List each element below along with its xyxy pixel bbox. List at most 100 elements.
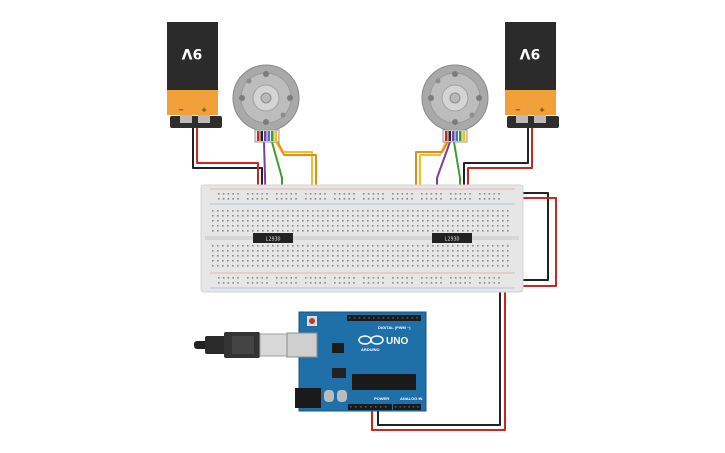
breadboard-hole[interactable] (430, 193, 433, 195)
breadboard-hole[interactable] (324, 193, 326, 195)
breadboard-hole[interactable] (507, 250, 509, 252)
breadboard-hole[interactable] (227, 250, 229, 252)
breadboard-hole[interactable] (432, 210, 434, 212)
breadboard-hole[interactable] (447, 215, 449, 217)
breadboard-hole[interactable] (447, 265, 449, 267)
breadboard-hole[interactable] (387, 265, 389, 267)
breadboard-hole[interactable] (440, 198, 442, 200)
breadboard-hole[interactable] (257, 255, 259, 257)
breadboard-hole[interactable] (502, 245, 504, 247)
breadboard-hole[interactable] (324, 198, 326, 200)
breadboard-hole[interactable] (382, 282, 384, 284)
breadboard-hole[interactable] (362, 265, 364, 267)
breadboard-hole[interactable] (497, 250, 499, 252)
breadboard-hole[interactable] (467, 225, 469, 227)
breadboard-hole[interactable] (417, 260, 419, 262)
breadboard-hole[interactable] (487, 265, 489, 267)
breadboard-hole[interactable] (442, 255, 444, 257)
breadboard-hole[interactable] (412, 255, 414, 257)
breadboard-hole[interactable] (242, 245, 244, 247)
breadboard-hole[interactable] (427, 210, 429, 212)
breadboard-hole[interactable] (452, 215, 454, 217)
breadboard-hole[interactable] (352, 250, 354, 252)
breadboard-hole[interactable] (222, 198, 225, 200)
breadboard-hole[interactable] (367, 225, 369, 227)
breadboard-hole[interactable] (469, 282, 471, 284)
breadboard-hole[interactable] (467, 255, 469, 257)
breadboard-hole[interactable] (417, 215, 419, 217)
breadboard-hole[interactable] (302, 230, 304, 232)
breadboard-hole[interactable] (357, 265, 359, 267)
breadboard-hole[interactable] (342, 215, 344, 217)
breadboard-hole[interactable] (493, 277, 495, 279)
breadboard-hole[interactable] (412, 220, 414, 222)
breadboard-hole[interactable] (232, 198, 234, 200)
breadboard-hole[interactable] (272, 260, 274, 262)
breadboard-hole[interactable] (507, 265, 509, 267)
breadboard-hole[interactable] (392, 193, 394, 195)
breadboard-hole[interactable] (338, 198, 341, 200)
breadboard-hole[interactable] (402, 230, 404, 232)
breadboard-hole[interactable] (472, 245, 474, 247)
breadboard-hole[interactable] (247, 282, 249, 284)
breadboard-hole[interactable] (280, 277, 283, 279)
breadboard-hole[interactable] (332, 220, 334, 222)
breadboard-hole[interactable] (450, 277, 452, 279)
breadboard-hole[interactable] (227, 277, 230, 279)
breadboard-hole[interactable] (347, 220, 349, 222)
breadboard-hole[interactable] (427, 220, 429, 222)
breadboard-hole[interactable] (262, 260, 264, 262)
breadboard-hole[interactable] (338, 193, 341, 195)
breadboard-hole[interactable] (392, 245, 394, 247)
breadboard-hole[interactable] (314, 277, 317, 279)
breadboard-hole[interactable] (417, 225, 419, 227)
breadboard-hole[interactable] (452, 210, 454, 212)
breadboard-hole[interactable] (417, 230, 419, 232)
breadboard-hole[interactable] (247, 220, 249, 222)
breadboard-hole[interactable] (382, 210, 384, 212)
breadboard-hole[interactable] (337, 265, 339, 267)
breadboard-hole[interactable] (432, 260, 434, 262)
breadboard-hole[interactable] (432, 245, 434, 247)
breadboard-hole[interactable] (334, 193, 336, 195)
breadboard-hole[interactable] (232, 245, 234, 247)
breadboard-hole[interactable] (454, 193, 457, 195)
breadboard-hole[interactable] (467, 215, 469, 217)
breadboard-hole[interactable] (262, 255, 264, 257)
breadboard-hole[interactable] (257, 230, 259, 232)
breadboard-hole[interactable] (406, 282, 408, 284)
breadboard-hole[interactable] (372, 220, 374, 222)
breadboard-hole[interactable] (488, 277, 491, 279)
breadboard-hole[interactable] (412, 265, 414, 267)
breadboard-hole[interactable] (454, 277, 457, 279)
breadboard-hole[interactable] (392, 198, 394, 200)
breadboard-hole[interactable] (247, 250, 249, 252)
breadboard-hole[interactable] (337, 230, 339, 232)
breadboard-hole[interactable] (287, 245, 289, 247)
breadboard-hole[interactable] (482, 220, 484, 222)
breadboard-hole[interactable] (218, 282, 220, 284)
breadboard-hole[interactable] (287, 220, 289, 222)
breadboard-hole[interactable] (411, 277, 413, 279)
breadboard-hole[interactable] (282, 255, 284, 257)
breadboard-hole[interactable] (237, 198, 239, 200)
breadboard-hole[interactable] (467, 220, 469, 222)
breadboard-hole[interactable] (307, 215, 309, 217)
breadboard-hole[interactable] (257, 215, 259, 217)
breadboard-hole[interactable] (242, 215, 244, 217)
breadboard-hole[interactable] (437, 265, 439, 267)
breadboard-hole[interactable] (332, 265, 334, 267)
breadboard-hole[interactable] (302, 210, 304, 212)
breadboard-hole[interactable] (493, 198, 495, 200)
breadboard-hole[interactable] (502, 250, 504, 252)
breadboard-hole[interactable] (396, 277, 399, 279)
breadboard-hole[interactable] (469, 198, 471, 200)
breadboard-hole[interactable] (247, 245, 249, 247)
arduino-header-pin[interactable] (360, 406, 362, 408)
arduino-header-pin[interactable] (370, 406, 372, 408)
breadboard-hole[interactable] (222, 265, 224, 267)
breadboard-hole[interactable] (507, 230, 509, 232)
breadboard-hole[interactable] (502, 230, 504, 232)
breadboard-hole[interactable] (297, 210, 299, 212)
breadboard-hole[interactable] (417, 250, 419, 252)
